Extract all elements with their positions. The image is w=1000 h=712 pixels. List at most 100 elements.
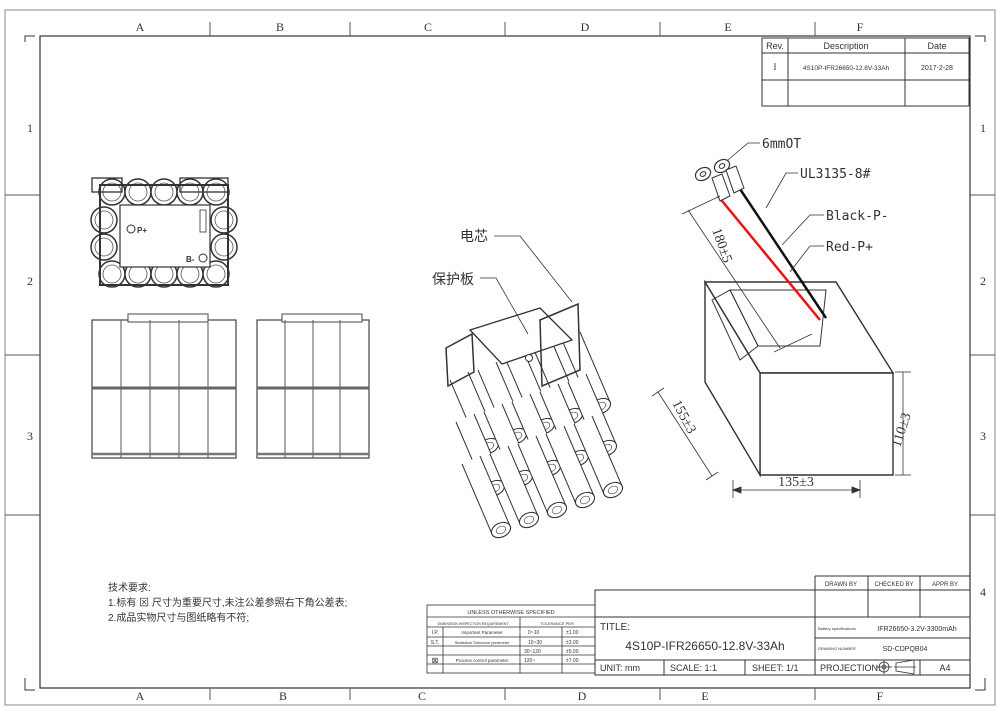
iso-cell [573, 415, 624, 499]
tol-row4-text: Process control parameter [456, 658, 509, 663]
tol-row1-range: 0~10 [528, 630, 539, 636]
cell-callout-label: 电芯 [460, 228, 488, 244]
zone-row-right-4: 4 [980, 585, 986, 599]
zone-row-left-2: 2 [27, 274, 33, 288]
zone-col-top-3: C [424, 20, 432, 34]
projection-symbol-icon [876, 659, 916, 675]
projection-label: PROJECTION: [820, 663, 881, 673]
rev-description-value: 4S10P-IFR26650-12.8V-33Ah [803, 65, 890, 72]
notes-line-2: 2.成品实物尺寸与图纸略有不符; [108, 611, 249, 624]
rev-date-value: 2017-2-28 [921, 65, 953, 72]
front-view [91, 313, 237, 459]
tol-row2-range: 10~30 [528, 640, 542, 646]
notes-line-1: 1.标有 ⊠ 尺寸为重要尺寸,未注公差参照右下角公差表; [108, 596, 347, 609]
tol-row1-sym: I.P. [432, 630, 439, 636]
iso-cell [461, 455, 512, 539]
red-lead-callout: Red-P+ [826, 240, 873, 255]
zone-col-top-2: B [276, 20, 284, 34]
revision-table: Rev. Description Date I 4S10P-IFR26650-1… [761, 37, 970, 107]
tolerance-col1: DIMENSION INSPECTION REQUIREMENT [438, 622, 510, 626]
iso-cell [517, 435, 568, 519]
drawn-by-label: DRAWN BY [825, 582, 857, 588]
tol-row2-text: Statistical Tolerance parameter [455, 640, 511, 645]
tol-row2-sym: S.T. [431, 640, 440, 646]
tol-row4-tol: ±7.00 [566, 658, 579, 664]
side-view [256, 313, 370, 459]
zone-col-top-6: F [857, 20, 864, 34]
zone-col-bottom-3: C [418, 689, 426, 703]
tol-row4-range: 120~ [524, 658, 535, 664]
iso-cell [545, 425, 596, 509]
zone-row-left-1: 1 [27, 121, 33, 135]
iso-cell [489, 445, 540, 529]
unit-label: UNIT: mm [600, 663, 640, 673]
zone-col-bottom-5: E [701, 689, 708, 703]
b-minus-pad-icon [198, 253, 208, 263]
cell-end-icon [210, 206, 238, 234]
title-block-text: TITLE: 4S10P-IFR26650-12.8V-33Ah UNIT: m… [600, 582, 958, 673]
appr-by-label: APPR BY [932, 582, 958, 588]
tol-row3-range: 30~120 [524, 649, 541, 655]
zone-col-top-1: A [136, 20, 145, 34]
tol-row1-tol: ±1.00 [566, 630, 579, 636]
tol-row2-tol: ±3.00 [566, 640, 579, 646]
tolerance-col2: TOLERANCE PER [540, 621, 574, 626]
tol-row4-sym: ⊠ [432, 656, 439, 665]
wire-callout: UL3135-8# [800, 167, 871, 182]
sheet-label: SHEET: 1/1 [752, 663, 799, 673]
drawing-title: 4S10P-IFR26650-12.8V-33Ah [625, 639, 784, 653]
isometric-pack [445, 302, 624, 539]
notes-title: 技术要求: [108, 581, 151, 594]
terminal-callout: 6mmOT [762, 137, 801, 152]
iso-cell [477, 361, 528, 445]
box-dimensions [651, 371, 911, 498]
rev-header: Rev. [766, 41, 784, 51]
wire-leads [681, 158, 828, 353]
zone-col-bottom-6: F [877, 689, 884, 703]
battery-spec-label: Battery specifications [818, 626, 856, 631]
top-view: P+ B- [90, 177, 238, 288]
p-plus-pad-icon [126, 224, 136, 234]
zone-row-right-2: 2 [980, 274, 986, 288]
technical-notes: 技术要求: 1.标有 ⊠ 尺寸为重要尺寸,未注公差参照右下角公差表; 2.成品实… [108, 581, 347, 624]
title-label: TITLE: [600, 622, 630, 633]
tol-row3-tol: ±5.00 [566, 649, 579, 655]
zone-dividers [5, 22, 995, 700]
lead-callouts: 6mmOT UL3135-8# Black-P- Red-P+ 180±5 [708, 137, 889, 273]
pcb-p-plus-label: P+ [137, 226, 147, 235]
cell-end-icon [150, 178, 178, 206]
zone-row-left-3: 3 [27, 429, 33, 443]
drawing-number-value: SD-CDPQB04 [883, 646, 928, 653]
zone-col-bottom-4: D [578, 689, 587, 703]
battery-spec-value: IFR26650-3.2V-3300mAh [877, 626, 956, 633]
cell-end-icon [90, 206, 118, 234]
zone-col-bottom-2: B [279, 689, 287, 703]
tol-row1-text: Important Parameter [461, 630, 503, 635]
zone-row-right-3: 3 [980, 429, 986, 443]
cell-end-icon [90, 233, 118, 261]
drawing-number-label: DRAWING NUMBER [818, 646, 856, 651]
iso-callouts: 电芯 保护板 [432, 228, 573, 335]
zone-col-top-4: D [581, 20, 590, 34]
paper-size-label: A4 [939, 663, 950, 673]
zone-col-bottom-1: A [136, 689, 145, 703]
zone-col-top-5: E [724, 20, 731, 34]
width-dimension: 135±3 [778, 475, 814, 490]
black-lead-callout: Black-P- [826, 209, 889, 224]
description-header: Description [823, 41, 868, 51]
scale-label: SCALE: 1:1 [670, 663, 717, 673]
tolerance-table-text: UNLESS OTHERWISE SPECIFIED DIMENSION INS… [431, 610, 579, 665]
pcb-b-minus-label: B- [186, 255, 195, 264]
tolerance-table [426, 604, 596, 674]
cell-end-icon [124, 178, 152, 206]
tolerance-header: UNLESS OTHERWISE SPECIFIED [467, 610, 554, 616]
zone-row-right-1: 1 [980, 121, 986, 135]
finished-pack-box [703, 279, 895, 478]
rev-value: I [774, 62, 777, 72]
depth-dimension: 155±3 [668, 398, 698, 437]
pcb-callout-label: 保护板 [432, 271, 474, 287]
outer-frame [4, 9, 996, 706]
date-header: Date [927, 41, 946, 51]
cell-end-icon [210, 233, 238, 261]
